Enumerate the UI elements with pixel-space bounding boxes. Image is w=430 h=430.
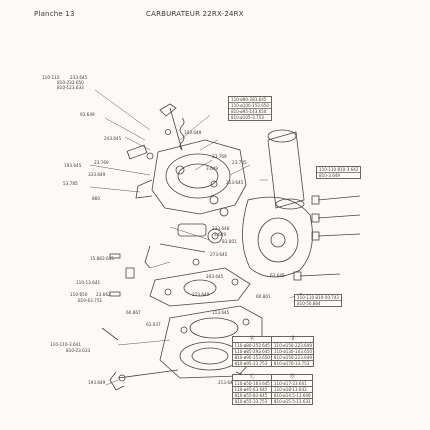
table-cell: 810-ø55-33.753: [231, 398, 273, 405]
callout-93649: 93.649: [80, 112, 95, 117]
table-cell: 110-ø18-13.642: [271, 386, 314, 393]
table-cell: 810-ø55-83.645: [231, 392, 273, 399]
ref-part: 110-110: [319, 167, 337, 172]
callout-333649: 333.649: [88, 172, 106, 177]
ref-part: 810-3.642: [337, 167, 359, 172]
table-cell: 810-ø150-223.649: [271, 354, 315, 361]
callout-213645: 213.645: [226, 180, 244, 185]
table-cell: 110-ø130-143.650: [271, 348, 315, 355]
float-needle-parts: [144, 195, 229, 269]
callout-113645: 113.645: [212, 310, 230, 315]
callout-top-left: 110-110: [42, 75, 60, 80]
mid-gasket: [149, 267, 251, 307]
callout-110-13641: 110-13.641: [76, 280, 101, 285]
callout-810-63751: 810-63.751: [78, 298, 103, 303]
callout-243645: 243.645: [104, 136, 122, 141]
air-intake-horn: [267, 129, 305, 210]
table-cell: 810-ø95-23.753: [231, 360, 273, 367]
callout-110-110-3641: 110-110-3.641: [50, 342, 81, 347]
callout-60867: 60.867: [126, 310, 141, 315]
callout-233645: 233.645: [70, 75, 88, 80]
plate-number: Planche 13: [34, 10, 75, 18]
ref-box-row: 810-50.884: [295, 300, 342, 306]
ref-box-right-mid: 110-110 810-3.642 810-3.649: [316, 166, 362, 179]
table-cell: 110-ø150-223.649: [271, 342, 315, 349]
callout-63037: 63.037: [146, 322, 161, 327]
callout-213649: 213.649: [218, 380, 236, 385]
ref-box-right-low: 110-110 810-50.743 810-50.884: [294, 294, 343, 307]
callout-860: 860: [92, 196, 100, 201]
ref-part: 810-50.743: [315, 295, 340, 300]
callout-83001: 83.001: [222, 239, 237, 244]
callout-193649: 193.649: [88, 380, 106, 385]
ref-box-row: 110-ø100-153.650: [229, 102, 272, 108]
callout-23662: 23.662: [96, 292, 111, 297]
callout-line: 110-110: [42, 75, 60, 80]
table-cell: 110-ø85-293.645: [231, 348, 273, 355]
callout-15863645: 15.863.645: [90, 256, 114, 261]
table-cell: 810-ø15.5-13.633: [271, 398, 314, 405]
callout-23769a: 23.769: [94, 160, 109, 165]
callout-3649b: 3.649: [214, 232, 226, 237]
callout-53785: 53.785: [63, 181, 78, 186]
ref-box-top-right: 110-ø90-283.645 110-ø100-153.650 810-ø95…: [228, 96, 273, 121]
table-cell: 810-ø14.5-13.649: [271, 392, 314, 399]
choke-linkage: [146, 103, 185, 160]
table-cell: 110-ø17-23.641: [271, 380, 314, 387]
callout-810-23633: 810-23.633: [66, 348, 91, 353]
plate-title: CARBURATEUR 22RX-24RX: [146, 10, 244, 18]
table-cell: 810-ø90-153.650: [231, 354, 273, 361]
ref-box-row: 110-110 810-50.743: [295, 295, 341, 300]
table-cell: 810-ø170-33.753: [271, 360, 315, 367]
table-cell: 110-ø80-253.645: [231, 342, 273, 349]
callout-110-650: 110-650: [70, 292, 88, 297]
ref-part: 110-110: [297, 295, 315, 300]
callout-60801: 60.801: [256, 294, 271, 299]
table-cell: 110-ø45-63.645: [231, 386, 273, 393]
ref-box-row: 110-110 810-3.642: [317, 167, 360, 172]
callout-63645: 63.645: [270, 273, 285, 278]
callout-810-123633: 810-123.633: [57, 85, 84, 90]
ref-box-row: 810-3.649: [317, 172, 361, 178]
table-cell: 110-ø50-163.645: [231, 380, 273, 387]
float-chamber-cover: [242, 196, 313, 278]
ref-box-row: 810-ø105-3.753: [229, 114, 272, 120]
callout-333648: 333.648: [212, 226, 230, 231]
jets-left: [101, 253, 135, 341]
callout-193645: 193.645: [64, 163, 82, 168]
ref-box-row: 110-ø90-283.645: [231, 97, 267, 102]
callout-23705: 23.705: [232, 160, 247, 165]
callout-273649: 273.649: [192, 292, 210, 297]
callout-273645: 273.645: [210, 252, 228, 257]
callout-3649: 3.649: [206, 166, 218, 171]
callout-203645: 203.645: [206, 274, 224, 279]
callout-810-233650: 810-233.650: [57, 80, 84, 85]
screws-right: [293, 195, 361, 281]
carburetor-cover: [126, 139, 247, 215]
callout-103649: 103.649: [184, 130, 202, 135]
callout-23769b: 23.769: [212, 154, 227, 159]
ref-box-row: 810-ø95-143.650: [229, 108, 272, 114]
